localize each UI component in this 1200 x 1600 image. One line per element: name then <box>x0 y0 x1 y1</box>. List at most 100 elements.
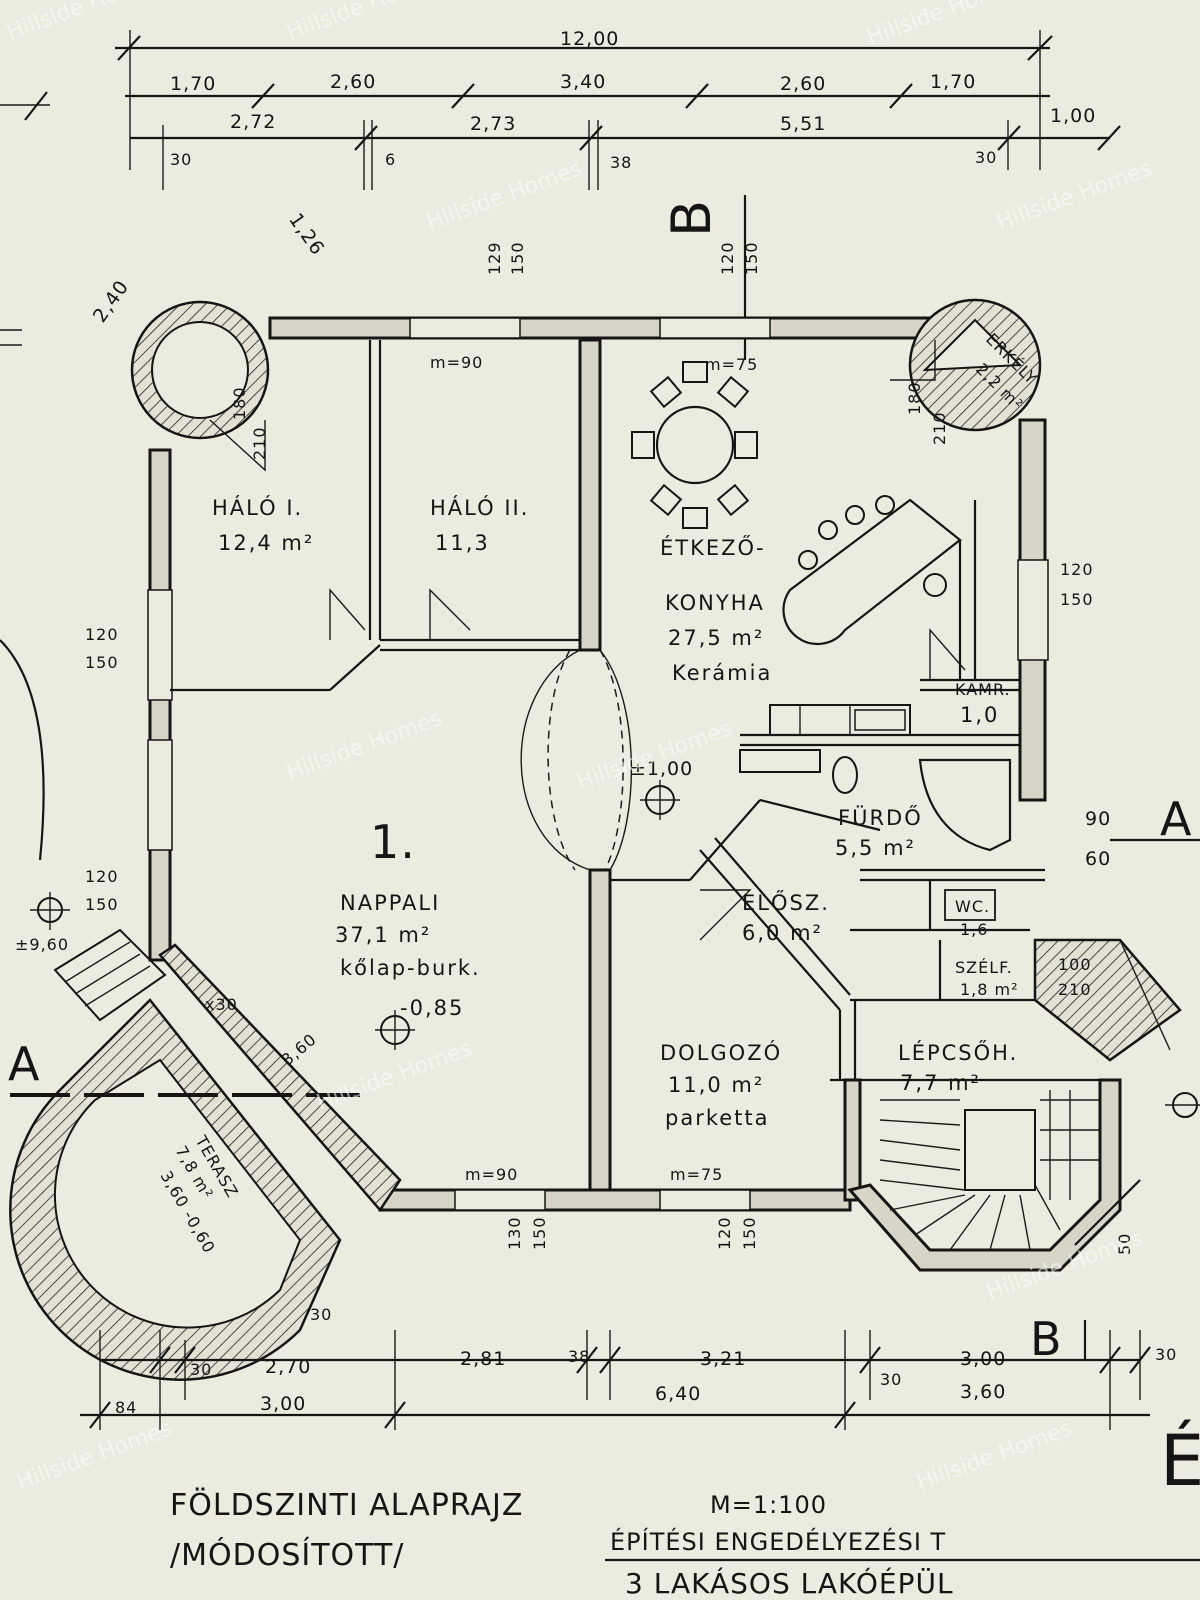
dim-60: 60 <box>1085 848 1111 870</box>
win-left1-b: 150 <box>85 653 119 672</box>
dim-bottom-row2-2: 6,40 <box>655 1383 701 1405</box>
door-180-right: 180 <box>905 381 924 415</box>
dim-bottom-row1-0: 30 <box>190 1360 212 1379</box>
room-nappali-finish: kőlap-burk. <box>340 956 481 980</box>
section-a-right: A <box>1160 792 1192 846</box>
dim-top-row3-1: 2,73 <box>470 113 516 135</box>
sill-label-4: m=75 <box>670 1165 723 1184</box>
title-main: FÖLDSZINTI ALAPRAJZ <box>170 1487 523 1523</box>
dim-30-terrace: 30 <box>310 1305 332 1324</box>
section-a-left: A <box>8 1037 40 1091</box>
section-b-top: B <box>660 199 723 237</box>
level-marker-living <box>375 1010 415 1050</box>
room-etkezo-finish: Kerámia <box>672 661 772 685</box>
room-furdo-name: FÜRDŐ <box>838 805 923 830</box>
sill-label-2: m=75 <box>705 355 758 374</box>
watermark-4: Hillside Homes <box>424 156 586 235</box>
dining-set <box>631 361 758 529</box>
win-bot1-a: 130 <box>505 1216 524 1250</box>
dim-top-row4-2: 38 <box>610 153 632 172</box>
section-b-bottom: B <box>1030 1312 1063 1366</box>
watermark-10: Hillside Homes <box>914 1416 1076 1495</box>
staircase-treads <box>879 1090 1100 1251</box>
room-lepcso-name: LÉPCSŐH. <box>898 1040 1018 1065</box>
dim-bottom-row1-5: 3,00 <box>960 1348 1006 1370</box>
room-lepcso-area: 7,7 m² <box>900 1071 981 1095</box>
room-halo1-name: HÁLÓ I. <box>212 495 303 520</box>
entry-steps-left <box>53 928 167 1022</box>
watermark-11: Hillside Homes <box>14 1416 176 1495</box>
room-dolgozo-area: 11,0 m² <box>668 1073 764 1097</box>
sill-label-1: m=90 <box>430 353 483 372</box>
title-right2: 3 LAKÁSOS LAKÓÉPÜL <box>625 1566 954 1600</box>
win-top2-a: 120 <box>718 241 737 275</box>
watermark-3: Hillside Homes <box>864 0 1026 51</box>
dim-top-row4-3: 30 <box>975 148 997 167</box>
top-dimension-lines <box>115 30 1121 190</box>
win-left2-b: 150 <box>85 895 119 914</box>
room-etkezo-name1: ÉTKEZŐ- <box>660 535 766 560</box>
level-marker-kitchen <box>640 780 680 820</box>
north-mark: É <box>1160 1420 1200 1502</box>
watermark-1: Hillside Homes <box>4 0 166 46</box>
win-left1-a: 120 <box>85 625 119 644</box>
entry-steps-right <box>1033 938 1182 1062</box>
win-bot2-a: 120 <box>715 1216 734 1250</box>
room-halo1-area: 12,4 m² <box>218 531 314 555</box>
dim-360: 3,60 <box>278 1029 321 1069</box>
room-etkezo-name2: KONYHA <box>665 591 765 615</box>
room-kamra-area: 1,0 <box>960 703 999 727</box>
watermark-6: Hillside Homes <box>284 706 446 785</box>
dim-126: 1,26 <box>284 209 329 260</box>
room-dolgozo-name: DOLGOZÓ <box>660 1040 782 1065</box>
dim-x30: x30 <box>205 995 238 1014</box>
level-marker-left <box>30 892 70 930</box>
dim-50-stair: 50 <box>1115 1233 1134 1255</box>
dim-top-row3-2: 5,51 <box>780 113 826 135</box>
dim-overall: 12,00 <box>560 28 619 50</box>
room-halo2-area: 11,3 <box>435 531 490 555</box>
room-nappali-num: 1. <box>370 815 416 869</box>
dim-bottom-row2-3: 30 <box>880 1370 902 1389</box>
watermark-7: Hillside Homes <box>574 716 736 795</box>
win-bot2-b: 150 <box>740 1216 759 1250</box>
dim-top-row4-0: 30 <box>170 150 192 169</box>
room-etkezo-area: 27,5 m² <box>668 626 764 650</box>
title-sub: /MÓDOSÍTOTT/ <box>170 1536 404 1573</box>
win-left2-a: 120 <box>85 867 119 886</box>
room-furdo-area: 5,5 m² <box>835 836 916 860</box>
dim-90: 90 <box>1085 808 1111 830</box>
dim-bottom-row2-4: 3,60 <box>960 1381 1006 1403</box>
bottom-dimension-lines <box>80 1330 1151 1430</box>
room-halo2-name: HÁLÓ II. <box>430 495 529 520</box>
dim-bottom-row1-4: 3,21 <box>700 1348 746 1370</box>
dim-top-row3-3: 1,00 <box>1050 105 1096 127</box>
watermark-5: Hillside Homes <box>994 156 1156 235</box>
dim-bottom-row1-3: 38 <box>568 1347 590 1366</box>
room-nappali-area: 37,1 m² <box>335 923 431 947</box>
room-szelf-name: SZÉLF. <box>955 958 1013 977</box>
win-top2-b: 150 <box>742 241 761 275</box>
dim-top-row4-1: 6 <box>385 150 396 169</box>
door-210-right: 210 <box>930 411 949 445</box>
win-top1-a: 129 <box>485 241 504 275</box>
dim-bottom-row2-1: 3,00 <box>260 1393 306 1415</box>
win-right-a: 120 <box>1060 560 1094 579</box>
title-scale: M=1:100 <box>710 1491 827 1519</box>
dim-top-row3-0: 2,72 <box>230 111 276 133</box>
room-nappali-level: -0,85 <box>400 996 464 1020</box>
dim-top-row2-0: 1,70 <box>170 73 216 95</box>
win-right-b: 150 <box>1060 590 1094 609</box>
room-wc-area: 1,6 <box>960 920 988 939</box>
room-elosz-name: ELŐSZ. <box>742 890 830 915</box>
outer-walls <box>148 316 1122 1272</box>
sill-label-3: m=90 <box>465 1165 518 1184</box>
door-180-left: 180 <box>230 386 249 420</box>
level-kitchen-label: ±1,00 <box>630 758 693 780</box>
dim-top-row2-1: 2,60 <box>330 71 376 93</box>
dim-top-row2-2: 3,40 <box>560 71 606 93</box>
dim-bottom-row1-2: 2,81 <box>460 1348 506 1370</box>
room-szelf-note1: 100 <box>1058 955 1092 974</box>
